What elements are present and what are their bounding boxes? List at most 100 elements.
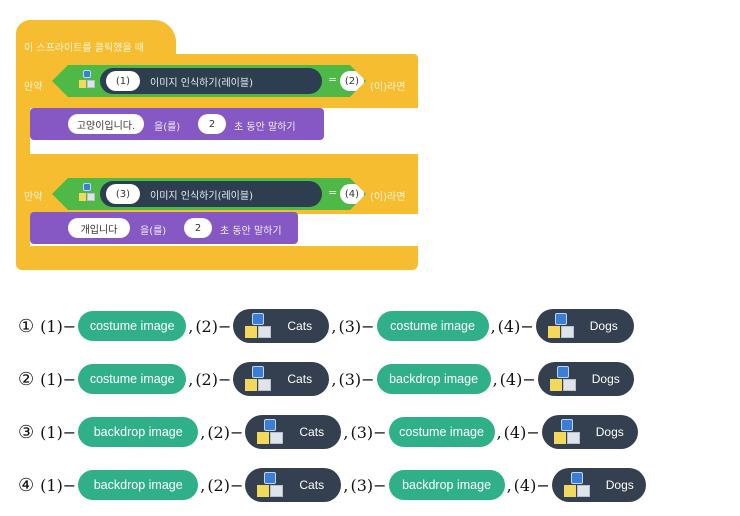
say-message-input[interactable]: 고양이입니다. (68, 114, 144, 134)
code-script: 이 스프라이트를 클릭했을 때 만약 (1) 이미지 인식하기(레이블) = (… (16, 8, 420, 270)
say-for-secs-block-1[interactable]: 고양이입니다. 을(를) 2 초 동안 말하기 (30, 108, 324, 140)
reporter-label: 이미지 인식하기(레이블) (150, 78, 253, 89)
label-2: (2)− (207, 422, 244, 442)
option-pill-4: Dogs (551, 468, 646, 502)
comma: , (188, 316, 194, 336)
reporter-slot-1[interactable]: (1) (106, 71, 140, 91)
label-4: (4)− (513, 475, 550, 495)
if-block-2[interactable]: 만약 (3) 이미지 인식하기(레이블) = (4) (이)라면 (16, 174, 418, 214)
comma: , (496, 422, 502, 442)
label-3: (3)− (338, 316, 375, 336)
equals-sign: = (328, 73, 338, 86)
option-pill-1: backdrop image (78, 470, 199, 500)
then-label: (이)라면 (370, 82, 406, 93)
ml-image-recognition-icon (546, 313, 576, 339)
equals-operator-1[interactable]: (1) 이미지 인식하기(레이블) = (2) (52, 65, 366, 97)
label-1: (1)− (40, 316, 77, 336)
label-3: (3)− (338, 369, 375, 389)
label-1: (1)− (40, 422, 77, 442)
comma: , (188, 369, 194, 389)
choice-number: ③ (18, 421, 35, 443)
option-pill-4: Dogs (535, 309, 634, 343)
option-pill-4: Dogs (537, 362, 634, 396)
option-pill-1: costume image (78, 364, 187, 394)
option-pill-1: backdrop image (78, 417, 199, 447)
image-recognition-reporter-2[interactable]: (3) 이미지 인식하기(레이블) (100, 181, 322, 207)
if-label: 만약 (24, 192, 43, 203)
equals-operator-2[interactable]: (3) 이미지 인식하기(레이블) = (4) (52, 178, 366, 210)
label-4: (4)− (499, 369, 536, 389)
comma: , (331, 316, 337, 336)
say-tail-label: 초 동안 말하기 (234, 122, 296, 133)
ml-image-recognition-icon (255, 419, 285, 445)
choice-3[interactable]: ③ (1)− backdrop image , (2)− Cats , (3)−… (18, 415, 638, 449)
say-for-secs-block-2[interactable]: 개입니다 을(를) 2 초 동안 말하기 (30, 212, 298, 244)
then-label: (이)라면 (370, 192, 406, 203)
image-recognition-reporter-1[interactable]: (1) 이미지 인식하기(레이블) (100, 68, 322, 94)
hat-label: 이 스프라이트를 클릭했을 때 (24, 43, 144, 54)
label-value: Dogs (589, 319, 618, 333)
option-pill-2: Cats (245, 468, 342, 502)
label-value: Dogs (595, 425, 624, 439)
if-block-2-foot (16, 246, 418, 270)
if-block-1[interactable]: 만약 (1) 이미지 인식하기(레이블) = (2) (이)라면 (16, 54, 418, 108)
option-pill-2: Cats (233, 309, 330, 343)
label-4: (4)− (503, 422, 540, 442)
comma: , (200, 475, 206, 495)
comma: , (343, 475, 349, 495)
say-tail-label: 초 동안 말하기 (220, 226, 282, 237)
ml-image-recognition-icon (562, 472, 592, 498)
label-2: (2)− (207, 475, 244, 495)
say-seconds-input[interactable]: 2 (198, 114, 226, 134)
compare-slot-4[interactable]: (4) (340, 184, 364, 204)
choice-number: ② (18, 368, 35, 390)
say-object-particle: 을(를) (140, 226, 167, 237)
label-value: Cats (287, 319, 313, 333)
if-label: 만약 (24, 82, 43, 93)
option-pill-1: costume image (78, 311, 187, 341)
option-pill-2: Cats (245, 415, 342, 449)
option-pill-3: backdrop image (388, 470, 505, 500)
option-pill-2: Cats (233, 362, 330, 396)
comma: , (506, 475, 512, 495)
choice-1[interactable]: ① (1)− costume image , (2)− Cats , (3)− … (18, 309, 634, 343)
ml-image-recognition-icon (552, 419, 582, 445)
equals-sign: = (328, 186, 338, 199)
label-3: (3)− (350, 475, 387, 495)
label-value: Dogs (605, 478, 634, 492)
comma: , (490, 316, 496, 336)
reporter-label: 이미지 인식하기(레이블) (150, 191, 253, 202)
label-1: (1)− (40, 475, 77, 495)
label-2: (2)− (195, 316, 232, 336)
label-2: (2)− (195, 369, 232, 389)
option-pill-3: costume image (388, 417, 495, 447)
option-pill-4: Dogs (541, 415, 638, 449)
ml-image-recognition-icon (243, 313, 273, 339)
comma: , (200, 422, 206, 442)
label-4: (4)− (497, 316, 534, 336)
ml-image-recognition-icon (78, 183, 96, 203)
choice-number: ① (18, 315, 35, 337)
say-seconds-input[interactable]: 2 (184, 218, 212, 238)
say-message-input[interactable]: 개입니다 (68, 218, 130, 238)
ml-image-recognition-icon (243, 366, 273, 392)
choice-number: ④ (18, 474, 35, 496)
choice-4[interactable]: ④ (1)− backdrop image , (2)− Cats , (3)−… (18, 468, 646, 502)
ml-image-recognition-icon (548, 366, 578, 392)
reporter-slot-3[interactable]: (3) (106, 184, 140, 204)
option-pill-3: backdrop image (376, 364, 491, 394)
label-value: Cats (299, 425, 325, 439)
compare-slot-2[interactable]: (2) (340, 71, 364, 91)
option-pill-3: costume image (376, 311, 489, 341)
ml-image-recognition-icon (255, 472, 285, 498)
label-3: (3)− (350, 422, 387, 442)
comma: , (343, 422, 349, 442)
comma: , (492, 369, 498, 389)
ml-image-recognition-icon (78, 70, 96, 90)
if-block-1-arm (16, 108, 30, 154)
say-object-particle: 을(를) (154, 122, 181, 133)
comma: , (331, 369, 337, 389)
label-value: Cats (299, 478, 325, 492)
label-value: Dogs (591, 372, 620, 386)
choice-2[interactable]: ② (1)− costume image , (2)− Cats , (3)− … (18, 362, 634, 396)
